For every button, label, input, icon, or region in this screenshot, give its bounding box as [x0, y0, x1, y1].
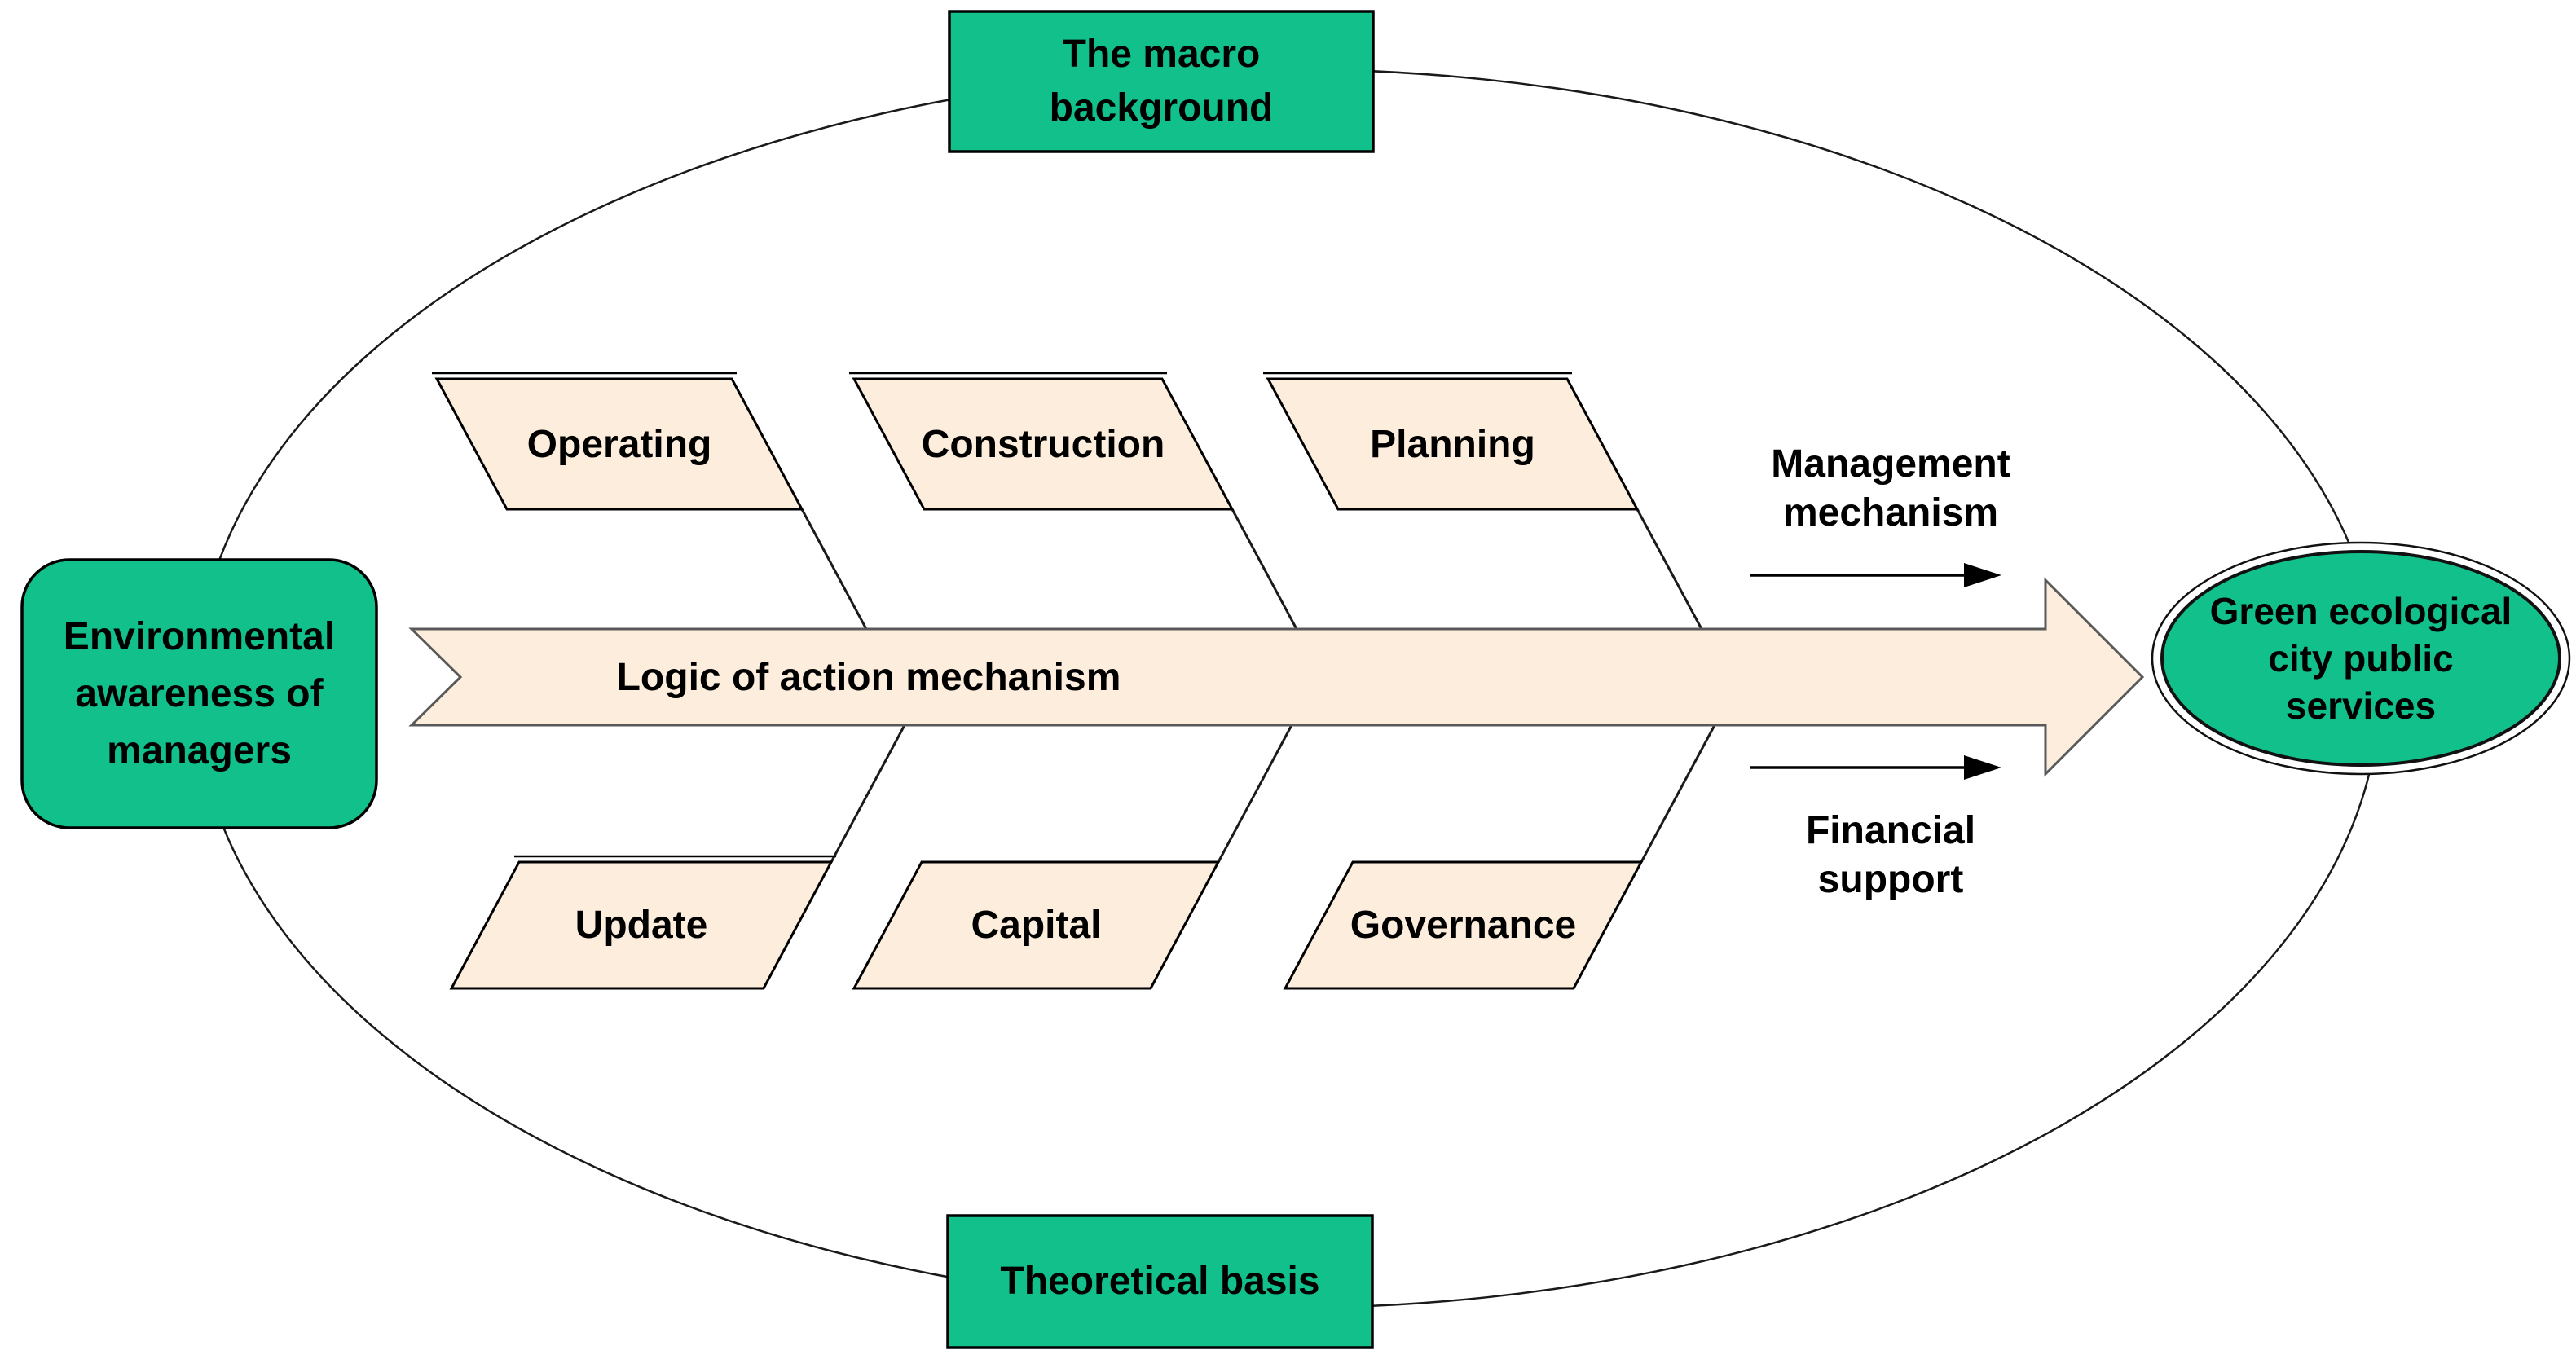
- financial-arrow-head: [1964, 755, 2001, 780]
- spine-arrow: [408, 577, 2145, 777]
- rib-update: [830, 724, 906, 863]
- factor-shape-planning: [1266, 377, 1640, 511]
- rib-operating: [800, 508, 868, 630]
- rib-governance: [1640, 724, 1716, 863]
- macro-background-box: [948, 10, 1375, 153]
- factor-shape-update: [449, 860, 834, 990]
- environmental-awareness-box: [20, 558, 378, 829]
- management-arrow-head: [1964, 563, 2001, 587]
- output-ellipse: [2160, 550, 2561, 767]
- rib-capital: [1217, 724, 1293, 863]
- factor-shape-operating: [434, 377, 804, 511]
- rib-planning: [1636, 508, 1703, 630]
- factor-shape-construction: [852, 377, 1235, 511]
- rib-construction: [1231, 508, 1298, 630]
- factor-shape-governance: [1283, 860, 1644, 990]
- factor-shape-capital: [852, 860, 1221, 990]
- theoretical-basis-box: [946, 1214, 1374, 1349]
